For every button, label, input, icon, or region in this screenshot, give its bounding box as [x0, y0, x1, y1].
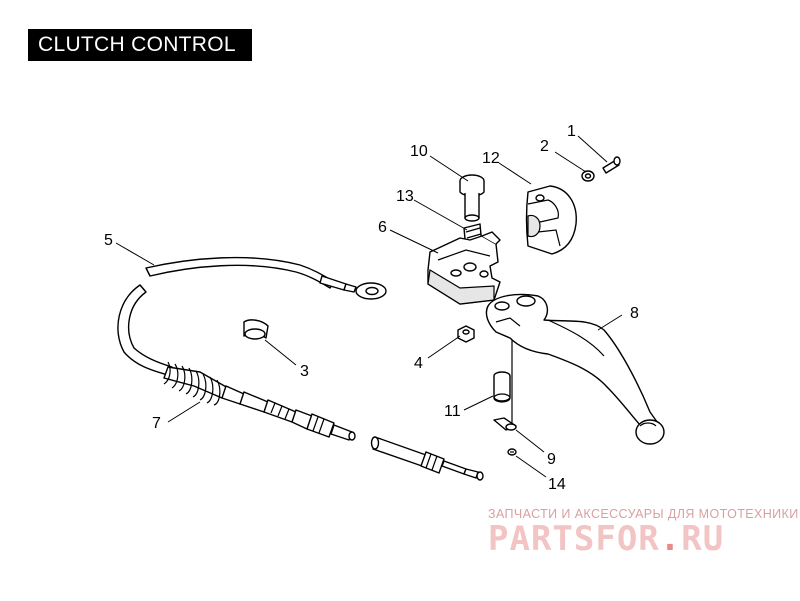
- part-3-cable-clip: [243, 319, 269, 340]
- callout-11: 11: [444, 403, 461, 420]
- leader-lines: [115, 135, 623, 478]
- diagram-title: CLUTCH CONTROL: [28, 29, 252, 61]
- part-11-ferrule: [493, 371, 511, 403]
- callout-3: 3: [300, 363, 309, 380]
- callout-labels: 1 2 3 4 5 6 7 8 9 10 11 12 13 14: [104, 123, 639, 493]
- part-5-cable-hose: [145, 256, 387, 300]
- watermark-logo: PARTSFOR.RU: [488, 519, 724, 559]
- callout-2: 2: [540, 138, 549, 155]
- part-10-pivot-pin: [459, 174, 485, 222]
- part-8-clutch-lever: [485, 293, 665, 445]
- callout-7: 7: [152, 415, 161, 432]
- part-4-nut: [457, 325, 475, 343]
- watermark-subtitle: ЗАПЧАСТИ И АКСЕССУАРЫ ДЛЯ МОТОТЕХНИКИ: [488, 507, 799, 521]
- callout-4: 4: [414, 355, 423, 372]
- cable-end-fitting: [370, 436, 484, 481]
- part-7-cable-assembly: [117, 284, 356, 441]
- watermark-logo-dot: .: [659, 519, 682, 559]
- callout-10: 10: [410, 143, 428, 160]
- callout-9: 9: [547, 451, 556, 468]
- part-12-clamp: [525, 185, 577, 255]
- part-6-lever-bracket: [427, 231, 501, 305]
- part-2-washer: [581, 170, 595, 182]
- watermark-logo-tld: RU: [681, 519, 725, 559]
- callout-14: 14: [548, 476, 566, 493]
- part-14-screw: [507, 448, 517, 456]
- watermark-logo-main: PARTSFOR: [488, 519, 660, 559]
- callout-12: 12: [482, 150, 500, 167]
- callout-1: 1: [567, 123, 576, 140]
- part-9-retainer-clip: [493, 340, 517, 431]
- part-1-screw: [602, 156, 621, 174]
- callout-6: 6: [378, 219, 387, 236]
- callout-5: 5: [104, 232, 113, 249]
- callout-8: 8: [630, 305, 639, 322]
- callout-13: 13: [396, 188, 414, 205]
- boot-ribs: [163, 361, 221, 406]
